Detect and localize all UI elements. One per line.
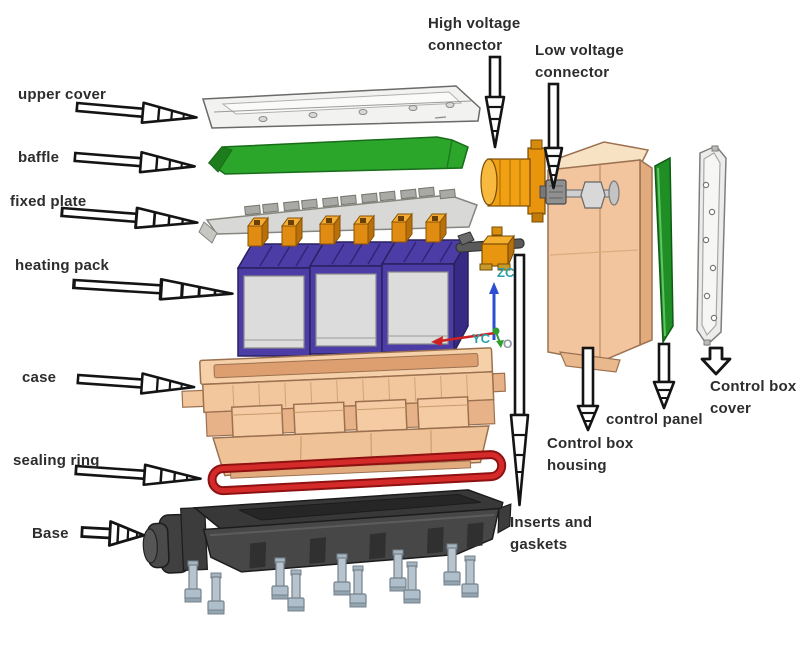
sealing-ring-label: sealing ring <box>13 452 100 469</box>
case-arrow <box>76 367 197 399</box>
control-box-housing-part <box>546 141 653 373</box>
control-box-cover-label: Control box cover <box>710 378 797 417</box>
heating-pack-label: heating pack <box>15 257 110 274</box>
origin-axis-arrow <box>496 340 504 348</box>
control-box-cover-arrow <box>700 346 732 376</box>
upper-cover-label: upper cover <box>18 86 107 103</box>
upper-cover-part <box>201 85 481 129</box>
origin-dot <box>492 327 500 335</box>
baffle-arrow <box>72 145 197 178</box>
control-box-housing-front <box>547 159 641 363</box>
heating-pack-parts <box>238 214 468 356</box>
z-axis-arrow <box>489 282 499 294</box>
high-voltage-arrow <box>484 55 506 149</box>
high-voltage-connector-part <box>480 139 546 223</box>
baffle-body <box>207 136 469 175</box>
base-part <box>142 489 512 574</box>
sealing-ring-body <box>209 452 505 494</box>
heating-module-3 <box>382 214 468 352</box>
control-panel-label: control panel <box>606 411 703 428</box>
control-box-housing-label: Control box housing <box>547 435 634 474</box>
case-label: case <box>22 369 57 386</box>
fixed-plate-label: fixed plate <box>10 193 87 210</box>
sealing-ring-part <box>207 450 507 496</box>
control-box-cover-part <box>696 145 727 347</box>
control-panel-arrow <box>652 342 676 410</box>
callout-arrows <box>59 55 732 549</box>
control-box-housing-arrow <box>576 346 600 432</box>
baffle-part <box>207 136 469 175</box>
high-voltage-connector-label: High voltage connector <box>428 15 521 54</box>
heating-pack-arrow <box>71 272 235 306</box>
y-axis-arrow <box>431 336 443 346</box>
low-voltage-connector-label: Low voltage connector <box>535 42 624 81</box>
baffle-label: baffle <box>18 149 60 166</box>
axis-z-label: ZC <box>497 265 515 280</box>
inserts-gaskets-label: Inserts and gaskets <box>510 514 593 553</box>
axis-origin-label: O <box>503 337 512 351</box>
inserts-gaskets-part <box>455 226 525 271</box>
coordinate-axes: ZC YC O <box>431 265 515 351</box>
low-voltage-arrow <box>543 82 564 190</box>
inserts-gaskets-arrow <box>509 253 530 507</box>
control-panel-part <box>654 156 674 345</box>
base-arrow <box>79 518 146 549</box>
axis-y-label: YC <box>472 331 491 346</box>
base-label: Base <box>32 525 69 542</box>
